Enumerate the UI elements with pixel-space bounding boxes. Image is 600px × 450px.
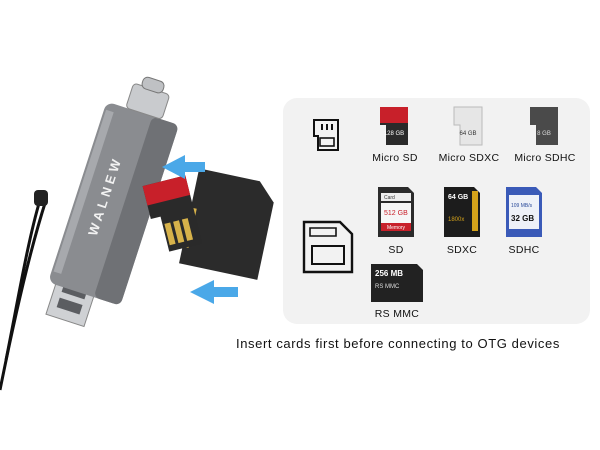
sdxc-card-text-mid: 1800x [448, 217, 464, 223]
micro-sd-outline-icon [313, 119, 339, 151]
sdhc-card-image: 109 MB/s 32 GB [506, 187, 542, 237]
sdxc-card-image: 64 GB 1800x [444, 187, 480, 237]
label-rs-mmc: RS MMC [374, 308, 420, 320]
sdhc-card-text-mid: 32 GB [511, 214, 534, 223]
label-micro-sdxc: Micro SDXC [438, 152, 500, 164]
rs-mmc-card-text-top: 256 MB [375, 269, 403, 278]
micro-sdxc-card-image: 64 GB [453, 106, 483, 146]
insert-instruction-caption: Insert cards first before connecting to … [236, 336, 560, 351]
label-micro-sdhc: Micro SDHC [514, 152, 576, 164]
sdxc-card-text-top: 64 GB [448, 194, 468, 201]
insert-arrow-bottom [190, 280, 238, 304]
sd-card-outline-icon [302, 220, 354, 274]
rs-mmc-card-image: 256 MB RS MMC [371, 264, 423, 302]
micro-sd-card-image: 128 GB [380, 107, 408, 145]
sd-card-text-mid: 512 GB [384, 210, 408, 217]
micro-sdhc-card-text: 8 GB [537, 131, 551, 137]
micro-sdhc-card-image: 8 GB [530, 107, 558, 145]
sd-card-text-bottom: Memory [387, 225, 406, 231]
sd-card-text-top: Card [384, 195, 395, 201]
micro-sdxc-card-text: 64 GB [459, 131, 476, 137]
card-reader-illustration: WALNEW [0, 76, 274, 391]
rs-mmc-card-text-mid: RS MMC [375, 284, 400, 290]
insert-arrow-top [162, 155, 205, 179]
micro-sd-card-text: 128 GB [384, 131, 404, 137]
label-sdxc: SDXC [446, 244, 478, 256]
label-micro-sd: Micro SD [372, 152, 418, 164]
label-sd: SD [388, 244, 404, 256]
sdhc-card-text-top: 109 MB/s [511, 203, 533, 209]
label-sdhc: SDHC [508, 244, 540, 256]
sd-card-image: Card 512 GB Memory [378, 187, 414, 237]
